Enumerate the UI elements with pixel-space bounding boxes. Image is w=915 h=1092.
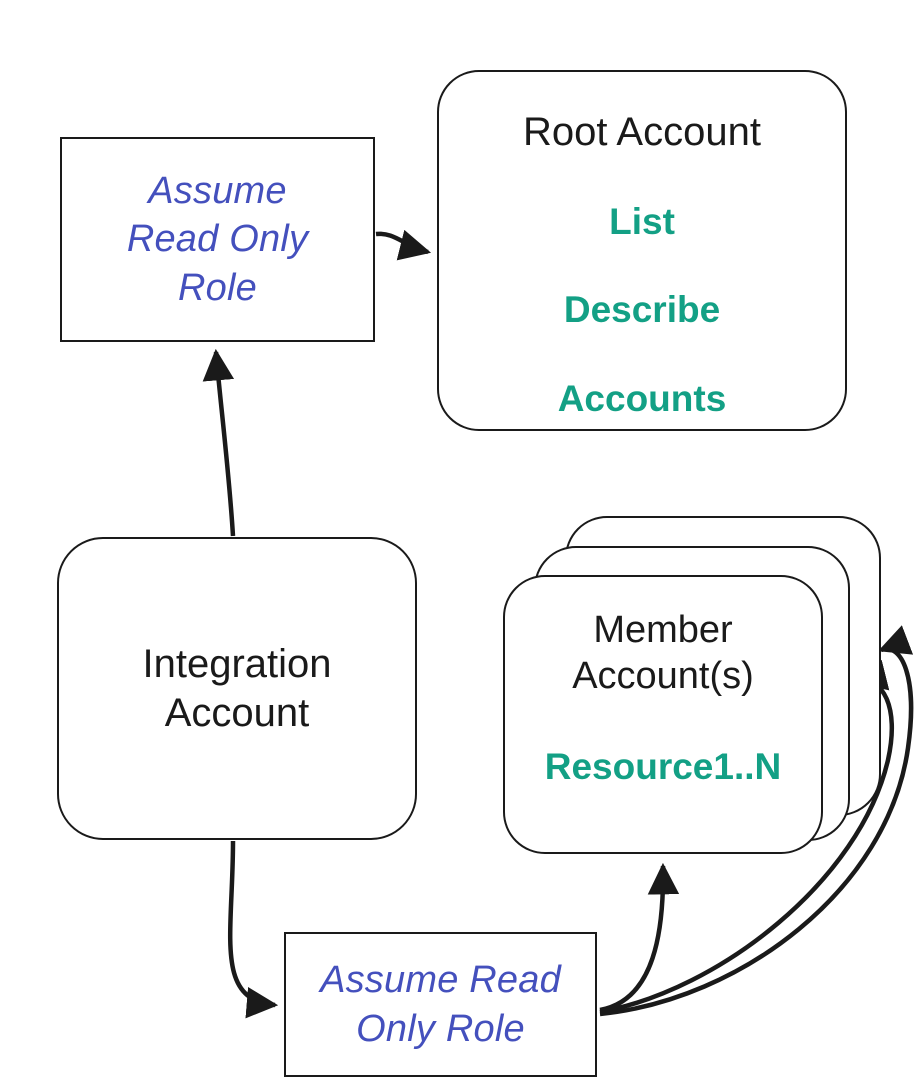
integration-account-line-1: Integration xyxy=(142,641,332,686)
root-account-api-line-2: Describe xyxy=(563,289,721,331)
integration-account-line-2: Account xyxy=(164,690,310,735)
assume-role-bottom-line-2: Only Role xyxy=(356,1007,525,1050)
member-account-title-line-2: Account(s) xyxy=(572,655,754,698)
node-assume-read-only-role-bottom[interactable]: Assume Read Only Role xyxy=(284,932,597,1077)
member-account-resource-label: Resource1..N xyxy=(544,745,782,787)
edge-integration-to-assume-bottom xyxy=(227,840,279,1019)
node-member-account[interactable]: Member Account(s) Resource1..N xyxy=(503,575,823,854)
node-root-account[interactable]: Root Account List Describe Accounts xyxy=(437,70,847,431)
node-assume-read-only-role-top[interactable]: Assume Read Only Role xyxy=(60,137,375,342)
root-account-api-line-3: Accounts xyxy=(557,378,727,420)
assume-role-top-line-1: Assume xyxy=(148,169,287,212)
assume-role-top-line-3: Role xyxy=(178,266,257,309)
edge-assume-top-to-root xyxy=(375,229,432,261)
edge-assume-bottom-to-member-front xyxy=(599,862,680,1013)
assume-role-top-line-2: Read Only xyxy=(126,218,309,261)
root-account-api-line-1: List xyxy=(609,200,675,242)
assume-role-bottom-line-1: Assume Read xyxy=(320,958,561,1001)
edge-integration-to-assume-top xyxy=(202,348,236,537)
root-account-title: Root Account xyxy=(523,110,761,154)
member-account-title-line-1: Member xyxy=(593,609,733,651)
node-integration-account[interactable]: Integration Account xyxy=(57,537,417,840)
